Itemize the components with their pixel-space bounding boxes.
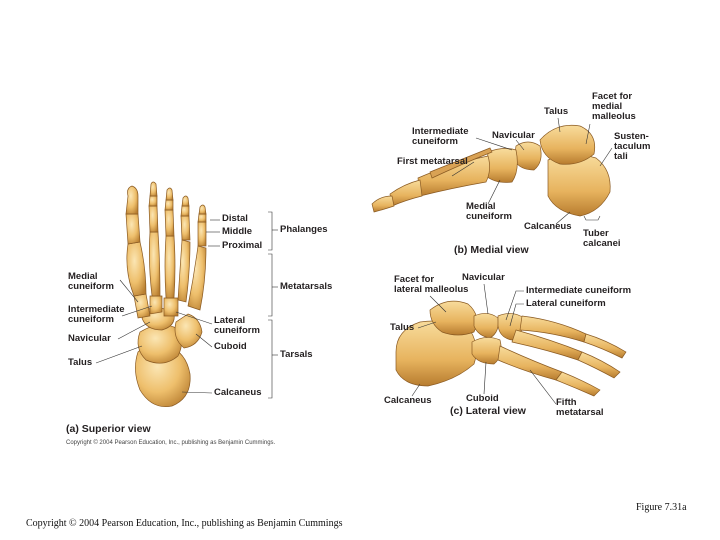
lateral-cuneiform-bone — [163, 297, 179, 317]
label-distal: Distal — [222, 213, 248, 224]
lateral-leader-lines — [411, 283, 557, 405]
lateral-navicular-bone — [473, 313, 499, 339]
label-middle: Middle — [222, 226, 253, 237]
medial-talus-bone — [539, 124, 596, 165]
label-medial-cuneiform-medial: Medial cuneiform — [466, 201, 512, 222]
label-calcaneus-lateral: Calcaneus — [384, 395, 432, 406]
label-cuboid-superior: Cuboid — [214, 341, 247, 352]
phalanx-mid-5 — [197, 213, 207, 223]
lateral-talus-bone — [429, 300, 478, 336]
lateral-view-foot — [395, 300, 627, 397]
lateral-phalanges-2 — [577, 351, 621, 379]
label-intermediate-cuneiform: Intermediate cuneiform — [68, 304, 125, 325]
phalanx-prox-2 — [148, 205, 159, 233]
phalanx-prox-3 — [164, 209, 175, 237]
phalanx-mid-4 — [180, 205, 190, 217]
phalanx-prox-5 — [197, 221, 207, 247]
medial-calcaneus-bone — [547, 154, 611, 217]
medial-view-foot — [371, 124, 611, 217]
label-talus-lateral: Talus — [390, 322, 415, 333]
copyright-small: Copyright © 2004 Pearson Education, Inc.… — [66, 440, 276, 446]
label-calcaneus-superior: Calcaneus — [214, 387, 262, 398]
label-intermediate-cuneiform-lateral: Intermediate cuneiform — [526, 285, 632, 296]
medial-medial-cuneiform-bone — [485, 148, 518, 183]
superior-view-foot — [125, 181, 207, 407]
label-facet-medial-malleolus: Facet for medial malleolus — [592, 91, 636, 122]
medial-phalanx-2 — [371, 195, 395, 213]
label-proximal: Proximal — [222, 240, 263, 251]
label-lateral-cuneiform-lateral: Lateral cuneiform — [526, 298, 606, 309]
metatarsal-2 — [148, 231, 161, 297]
phalanx-dist-5 — [198, 204, 207, 215]
phalanx-prox-1 — [125, 213, 141, 245]
label-calcaneus-medial: Calcaneus — [524, 221, 572, 232]
phalanx-dist-2 — [149, 181, 158, 197]
metatarsal-5 — [187, 245, 207, 311]
label-talus-medial: Talus — [544, 106, 569, 117]
medial-cuneiform-bone — [133, 293, 151, 319]
footer-copyright: Copyright © 2004 Pearson Education, Inc.… — [26, 518, 343, 529]
phalanx-dist-3 — [165, 187, 174, 201]
caption-superior-view: (a) Superior view — [66, 423, 151, 435]
label-navicular-lateral: Navicular — [462, 272, 505, 283]
metatarsal-4 — [177, 239, 191, 303]
label-fifth-metatarsal: Fifth metatarsal — [556, 397, 604, 418]
label-intermediate-cuneiform-medial: Intermediate cuneiform — [412, 126, 469, 147]
label-phalanges: Phalanges — [280, 224, 328, 235]
medial-leader-lines — [451, 117, 613, 225]
label-tuber-calcanei: Tuber calcanei — [583, 228, 621, 249]
label-talus-superior: Talus — [68, 357, 93, 368]
phalanx-mid-2 — [148, 195, 158, 207]
medial-phalanx-1 — [389, 179, 423, 207]
medial-navicular-bone — [513, 141, 542, 171]
phalanx-prox-4 — [180, 215, 191, 241]
medial-lesser-toes — [429, 147, 493, 179]
figure-number: Figure 7.31a — [636, 502, 687, 513]
label-metatarsals: Metatarsals — [280, 281, 333, 292]
superior-leader-lines — [95, 211, 278, 399]
label-cuboid-lateral: Cuboid — [466, 393, 499, 404]
caption-lateral-view: (c) Lateral view — [450, 405, 526, 417]
phalanx-distal-1 — [125, 185, 139, 215]
label-tarsals: Tarsals — [280, 349, 313, 360]
phalanx-mid-3 — [164, 199, 174, 211]
intermediate-cuneiform-bone — [149, 295, 163, 315]
lateral-cuboid-bone — [471, 337, 502, 365]
label-medial-cuneiform: Medial cuneiform — [68, 271, 114, 292]
metatarsal-1 — [126, 241, 147, 297]
label-lateral-cuneiform: Lateral cuneiform — [214, 315, 260, 336]
caption-medial-view: (b) Medial view — [454, 244, 529, 256]
label-navicular-medial: Navicular — [492, 130, 535, 141]
metatarsal-3 — [164, 235, 176, 299]
label-first-metatarsal: First metatarsal — [397, 156, 468, 167]
label-navicular-superior: Navicular — [68, 333, 111, 344]
lateral-phalanges-3 — [555, 371, 601, 397]
label-sustentaculum-tali: Susten- taculum tali — [614, 131, 651, 162]
lateral-phalanges-1 — [583, 333, 627, 359]
label-facet-lateral-malleolus: Facet for lateral malleolus — [394, 274, 469, 295]
phalanx-dist-4 — [181, 195, 190, 207]
